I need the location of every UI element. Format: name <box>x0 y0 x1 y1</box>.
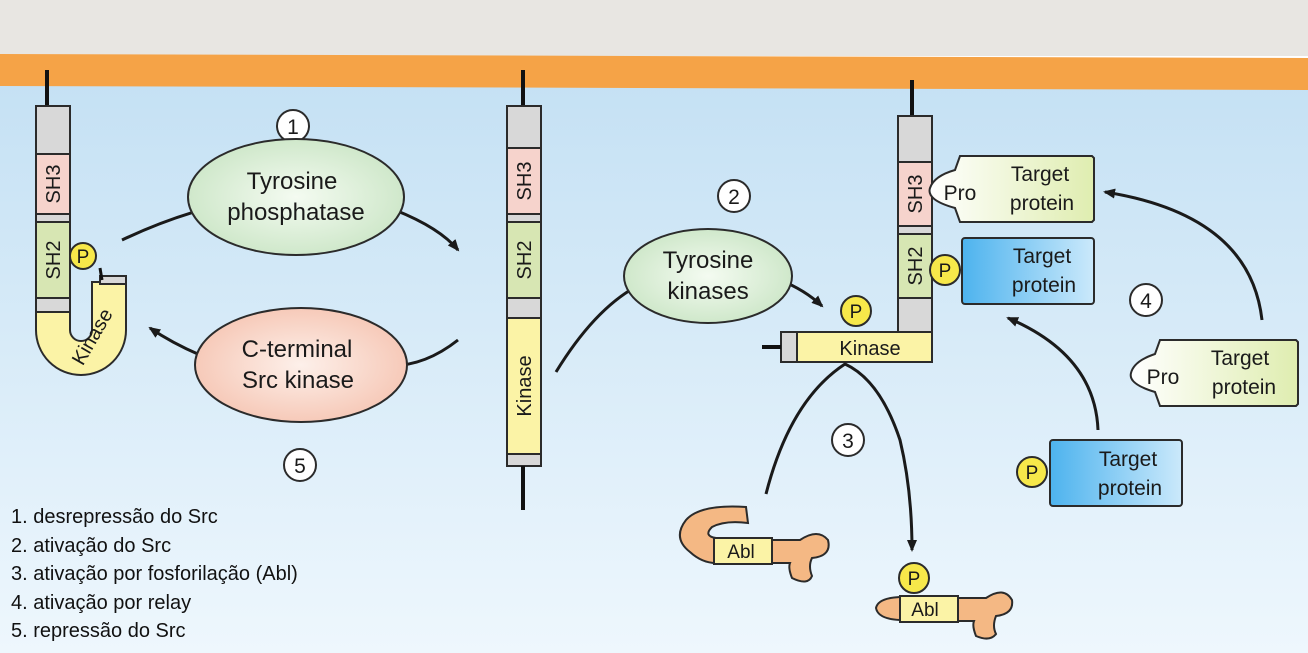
plasma-membrane <box>0 54 1308 90</box>
svg-text:phosphatase: phosphatase <box>227 199 364 226</box>
legend-item: 3. ativação por fosforilação (Abl) <box>11 563 298 586</box>
svg-text:Tyrosine: Tyrosine <box>663 247 754 274</box>
sh2-label: SH2 <box>43 241 65 280</box>
legend-item: 4. ativação por relay <box>11 591 192 614</box>
pro-label: Pro <box>1147 366 1180 389</box>
phosphate-circle <box>69 242 97 270</box>
abl-phosphorylation-arrow <box>764 362 917 552</box>
svg-text:Target: Target <box>1011 163 1070 186</box>
svg-text:Tyrosine: Tyrosine <box>247 168 338 195</box>
abl-protein-phosphorylated: Abl P <box>874 562 1014 640</box>
phosphate-label: P <box>908 569 921 590</box>
phosphate-circle <box>929 254 961 286</box>
svg-text:protein: protein <box>1098 477 1162 500</box>
legend-item: 1. desrepressão do Src <box>11 506 218 528</box>
phosphate-label: P <box>939 261 952 282</box>
abl-protein-inactive: Abl <box>679 505 830 583</box>
step-4-marker: 4 <box>1129 283 1163 317</box>
step-3-marker: 3 <box>831 423 865 457</box>
abl-label: Abl <box>911 600 938 621</box>
relay-arrow-pro <box>1103 188 1264 321</box>
extracellular-background <box>0 0 1308 56</box>
legend-item: 5. repressão do Src <box>11 620 186 643</box>
step-legend: 1. desrepressão do Src 2. ativação do Sr… <box>11 503 298 646</box>
tyrosine-phosphatase-enzyme: Tyrosine phosphatase <box>187 138 405 256</box>
sh3-label: SH3 <box>43 165 65 204</box>
svg-text:protein: protein <box>1212 376 1276 399</box>
target-protein-free-pro: Pro Target protein <box>1129 339 1299 407</box>
target-protein-sh3-bound: Pro Target protein <box>928 155 1095 223</box>
svg-text:2: 2 <box>728 186 740 209</box>
svg-text:4: 4 <box>1140 290 1152 313</box>
kinase-label: Kinase <box>514 355 536 416</box>
kinase-label: Kinase <box>839 338 900 360</box>
c-terminal-src-kinase-enzyme: C-terminal Src kinase <box>194 307 408 423</box>
step-5-marker: 5 <box>283 448 317 482</box>
svg-text:Target: Target <box>1099 448 1158 471</box>
svg-text:C-terminal: C-terminal <box>242 336 353 363</box>
svg-text:Target: Target <box>1013 245 1072 268</box>
legend-item: 2. ativação do Src <box>11 534 172 557</box>
target-protein-sh2-bound: P Target protein <box>929 237 1095 305</box>
svg-text:protein: protein <box>1010 192 1074 215</box>
svg-text:kinases: kinases <box>667 278 748 305</box>
phosphate-label: P <box>850 302 863 323</box>
svg-text:1: 1 <box>287 116 299 139</box>
phosphate-circle <box>1016 456 1048 488</box>
sh3-label: SH3 <box>905 175 927 214</box>
svg-text:protein: protein <box>1012 274 1076 297</box>
sh3-label: SH3 <box>514 162 536 201</box>
svg-text:Target: Target <box>1211 347 1270 370</box>
phosphate-label: P <box>1026 463 1039 484</box>
step-2-marker: 2 <box>717 179 751 213</box>
sh2-label: SH2 <box>905 247 927 286</box>
target-protein-free-phospho: P Target protein <box>1016 439 1183 507</box>
inactive-src: SH3 SH2 Kinase P <box>35 70 127 376</box>
phosphate-circle <box>840 295 872 327</box>
step-1-marker: 1 <box>276 109 310 143</box>
abl-label: Abl <box>727 542 754 563</box>
svg-text:5: 5 <box>294 455 306 478</box>
active-src: SH3 SH2 Kinase P <box>762 80 933 363</box>
phosphate-label: P <box>77 247 90 268</box>
tyrosine-kinases-enzyme: Tyrosine kinases <box>623 228 793 324</box>
pro-label: Pro <box>944 182 977 205</box>
svg-text:Src kinase: Src kinase <box>242 367 354 394</box>
open-src: SH3 SH2 Kinase <box>506 70 542 510</box>
phosphate-circle <box>898 562 930 594</box>
relay-arrow-phospho <box>1006 316 1100 431</box>
svg-text:3: 3 <box>842 430 854 453</box>
sh2-label: SH2 <box>514 241 536 280</box>
